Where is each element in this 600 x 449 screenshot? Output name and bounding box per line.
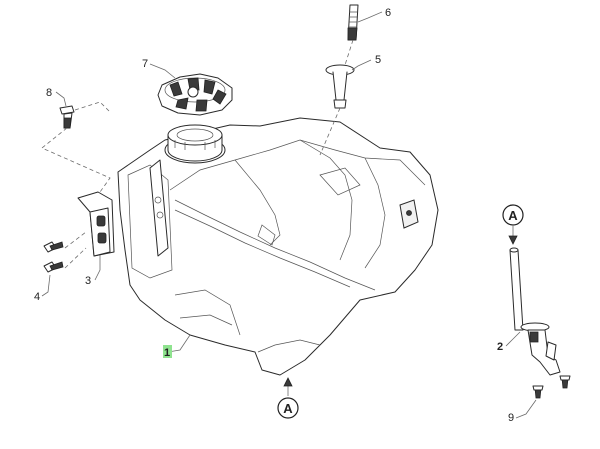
fuel-tank[interactable] [117,117,439,376]
callout-2[interactable]: 2 [497,341,503,353]
view-ref-tap-label: A [508,208,518,223]
callout-9[interactable]: 9 [508,412,514,424]
screws-part-4[interactable] [43,241,64,273]
filler-neck [164,124,226,164]
view-ref-tank: A [277,377,299,419]
leader-lines [41,11,537,419]
callout-4[interactable]: 4 [34,291,40,303]
fuel-cap[interactable] [157,73,233,116]
vent-pipe[interactable] [347,4,359,41]
callout-5[interactable]: 5 [375,54,381,66]
tank-rear-tab [149,159,169,257]
view-ref-tank-label: A [283,401,293,416]
screws-part-9[interactable] [532,375,571,399]
callout-8[interactable]: 8 [46,87,52,99]
screw-part-8[interactable] [59,105,75,129]
callout-1-highlight [163,345,172,358]
callout-6[interactable]: 6 [385,7,391,19]
hose-fitting[interactable] [325,64,355,109]
callout-1[interactable]: 1 [164,347,170,359]
callout-7[interactable]: 7 [142,58,148,70]
bracket[interactable] [77,191,115,257]
callout-3[interactable]: 3 [85,275,91,287]
view-ref-tap: A [502,204,524,245]
fuel-tap[interactable] [509,247,561,376]
